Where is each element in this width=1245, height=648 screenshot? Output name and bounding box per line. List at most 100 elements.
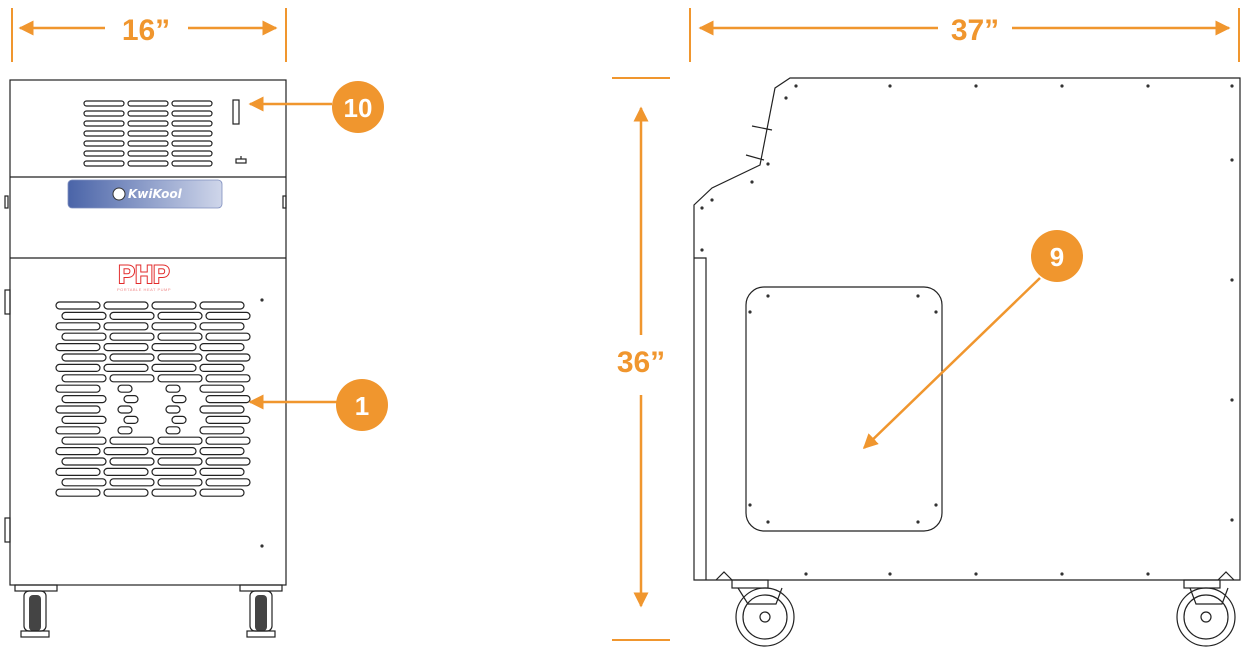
callout-9: 9 xyxy=(862,230,1083,450)
side-body xyxy=(693,77,1241,581)
grille-slot xyxy=(205,415,251,424)
grille-slot xyxy=(55,343,101,352)
model-subtitle: PORTABLE HEAT PUMP xyxy=(117,287,171,292)
caster-wheel-icon xyxy=(715,571,795,647)
grille-slot xyxy=(55,405,101,414)
grille-slot xyxy=(103,447,149,456)
grille-slot xyxy=(205,395,251,404)
grille-slot xyxy=(55,488,101,497)
grille-slot xyxy=(157,374,203,383)
grille-slot xyxy=(61,478,107,487)
grille-slot xyxy=(199,426,245,435)
grille-slot xyxy=(199,447,245,456)
grille-slot xyxy=(61,332,107,341)
grille-slot xyxy=(205,353,251,362)
grille-slot xyxy=(205,311,251,320)
grille-slot xyxy=(199,488,245,497)
caster-wheel-icon xyxy=(239,584,283,638)
front-body xyxy=(9,79,287,586)
grille-slot xyxy=(109,478,155,487)
grille-slot xyxy=(61,353,107,362)
grille-slot xyxy=(151,488,197,497)
top-grille xyxy=(83,100,213,167)
grille-slot xyxy=(205,374,251,383)
grille-slot xyxy=(61,395,107,404)
grille-slot xyxy=(103,301,149,310)
grille-slot xyxy=(103,467,149,476)
grille-slot xyxy=(199,322,245,331)
front-grille xyxy=(55,301,251,497)
grille-slot xyxy=(165,384,181,393)
grille-slot xyxy=(151,467,197,476)
grille-slot xyxy=(157,332,203,341)
grille-slot xyxy=(103,363,149,372)
grille-slot xyxy=(157,436,203,445)
grille-slot xyxy=(55,363,101,372)
grille-slot xyxy=(157,311,203,320)
grille-slot xyxy=(109,374,155,383)
grille-slot xyxy=(199,384,245,393)
grille-slot xyxy=(109,457,155,466)
grille-slot xyxy=(199,405,245,414)
grille-slot xyxy=(55,447,101,456)
grille-slot xyxy=(205,436,251,445)
callout-10-label: 10 xyxy=(344,93,373,123)
grille-slot xyxy=(61,311,107,320)
callout-9-label: 9 xyxy=(1050,242,1064,272)
grille-slot xyxy=(109,311,155,320)
grille-slot xyxy=(55,467,101,476)
grille-slot xyxy=(103,343,149,352)
caster-wheel-icon xyxy=(14,584,58,638)
logo-mark-icon xyxy=(112,187,126,201)
grille-slot xyxy=(61,415,107,424)
grille-slot xyxy=(55,322,101,331)
grille-slot xyxy=(123,395,139,404)
side-depth-label: 37” xyxy=(951,14,999,47)
grille-slot xyxy=(151,301,197,310)
grille-slot xyxy=(205,457,251,466)
grille-slot xyxy=(55,301,101,310)
arrow-icon xyxy=(862,277,1041,450)
grille-slot xyxy=(199,363,245,372)
grille-slot xyxy=(165,405,181,414)
grille-slot xyxy=(109,353,155,362)
grille-slot xyxy=(109,332,155,341)
grille-slot xyxy=(205,478,251,487)
grille-slot xyxy=(123,415,139,424)
grille-slot xyxy=(157,478,203,487)
grille-slot xyxy=(171,415,187,424)
grille-slot xyxy=(103,322,149,331)
callout-1-label: 1 xyxy=(355,391,369,421)
grille-slot xyxy=(55,384,101,393)
handle-icon xyxy=(232,99,240,125)
grille-slot xyxy=(199,467,245,476)
grille-slot xyxy=(157,353,203,362)
brand-logo-text: KwiKool xyxy=(128,187,183,201)
height-label: 36” xyxy=(617,346,665,379)
grille-slot xyxy=(199,343,245,352)
grille-slot xyxy=(151,343,197,352)
front-width-dimension: 16” xyxy=(11,8,287,62)
caster-wheel-icon xyxy=(1176,571,1236,647)
grille-slot xyxy=(61,436,107,445)
side-depth-dimension: 37” xyxy=(689,8,1240,62)
callout-10: 10 xyxy=(248,81,384,133)
grille-slot xyxy=(117,405,133,414)
grille-slot xyxy=(109,436,155,445)
callout-1: 1 xyxy=(248,379,388,431)
grille-slot xyxy=(55,426,101,435)
grille-slot xyxy=(117,384,133,393)
grille-slot xyxy=(151,322,197,331)
grille-slot xyxy=(61,374,107,383)
grille-slot xyxy=(157,457,203,466)
side-view: 37” 36” xyxy=(612,8,1241,647)
grille-slot xyxy=(205,332,251,341)
brand-logo: KwiKool xyxy=(67,179,223,209)
grille-slot xyxy=(103,488,149,497)
front-width-label: 16” xyxy=(122,14,170,47)
grille-slot xyxy=(199,301,245,310)
grille-slot xyxy=(171,395,187,404)
model-name: PHP xyxy=(118,261,169,289)
front-view: 16” xyxy=(4,8,388,638)
